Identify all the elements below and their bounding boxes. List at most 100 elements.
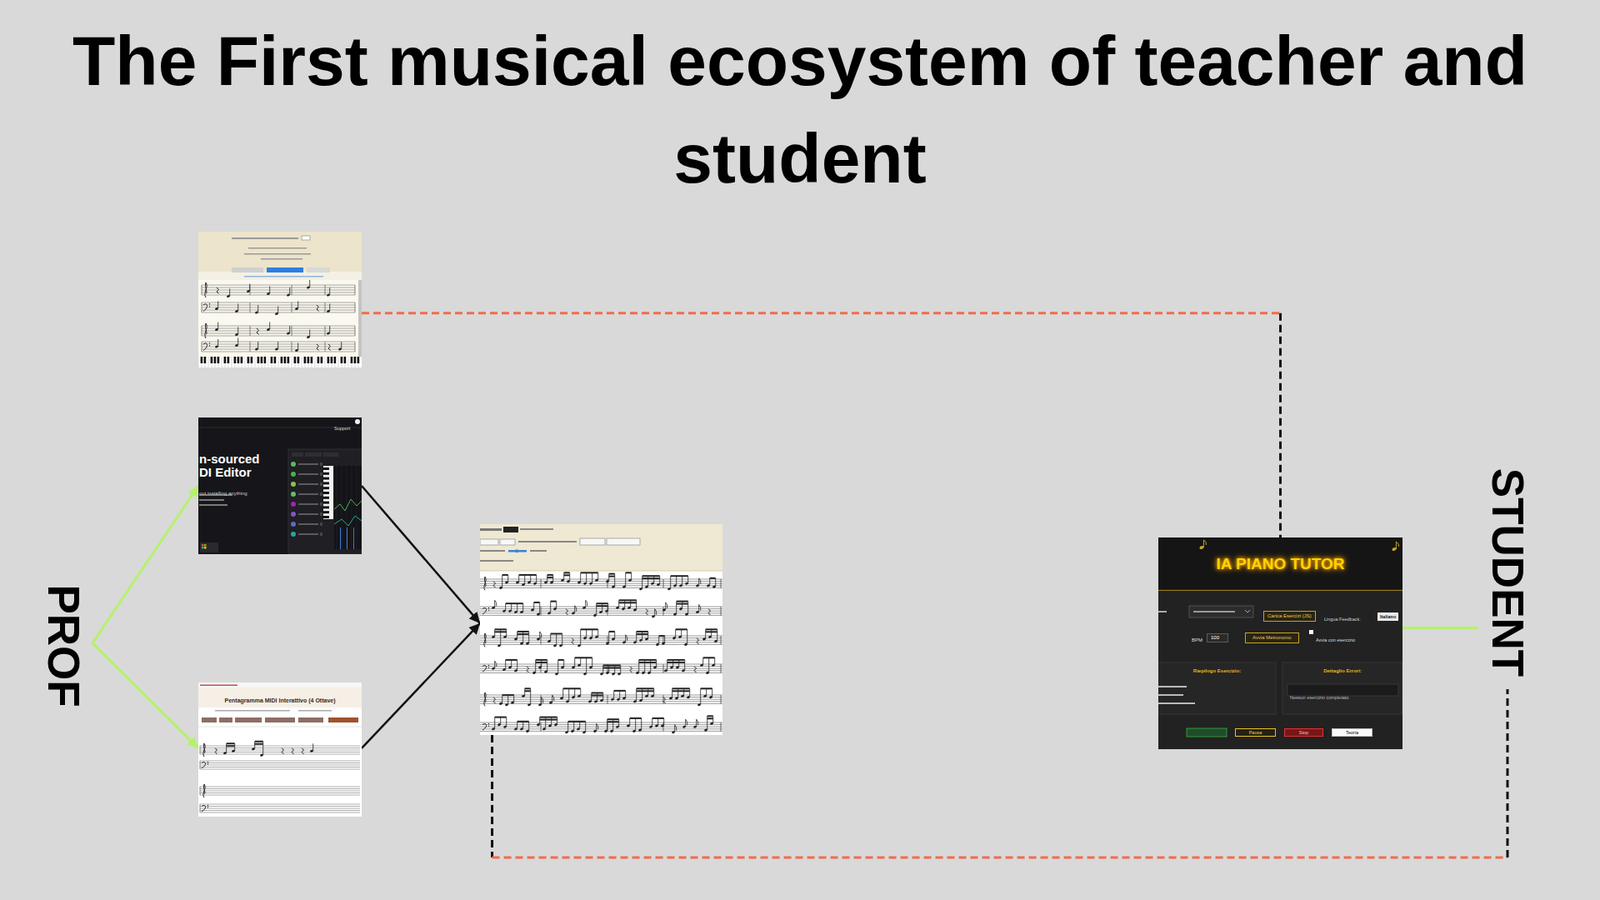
bar-line [250,325,251,336]
text-slot: Teoria [1331,728,1373,737]
rest-symbol [526,666,530,674]
note-beam [607,720,620,723]
note-bar [346,527,348,550]
staff-input-screenshot: Pentagramma MIDI Interattivo (4 Ottave) [198,682,362,817]
bar-line [540,722,542,731]
staff-line [480,579,723,580]
note-stem [516,660,518,671]
note-beam [558,659,565,661]
note-beam [705,628,718,630]
note-stem [678,660,680,668]
button-shape [298,717,324,723]
note-stem [714,657,715,665]
staff-line [201,333,355,335]
key-line [228,356,230,368]
note-stem [689,688,690,697]
button-shape [219,717,233,723]
bass-clef [203,343,208,351]
note-stem [585,629,587,638]
black-key [304,356,307,364]
staff-line [201,328,355,330]
note-stem [555,634,557,646]
text-slot: Pentagramma MIDI Interattivo (4 Ottave) [198,697,362,705]
key-line [295,356,296,368]
note-flag [495,660,497,667]
key-line [308,356,310,368]
key-line [238,356,240,368]
logo-square [204,544,207,547]
note-bar [353,527,355,550]
note-beam [614,690,626,692]
note-stem [556,717,558,725]
black-key [234,356,237,364]
track-dot [290,461,296,467]
note-stem [540,697,542,705]
text-placeholder [298,493,319,495]
key-line [205,356,206,368]
note-stem [340,341,342,350]
note-stem [625,690,626,699]
note-stem [591,657,593,668]
black-key [294,356,297,364]
bar-line [663,579,665,588]
rest-symbol [215,748,218,755]
note-stem [700,688,701,705]
input-value: 100 [1206,633,1229,643]
track-dot [290,521,296,527]
connector [92,643,199,749]
staff-line [480,585,723,586]
note-stem [557,660,559,675]
bar-line [201,285,203,295]
note-stem [217,339,219,347]
key-line [335,356,336,368]
note-beam [580,628,599,630]
scrollbar [358,280,362,357]
note-stem [608,631,610,644]
note-stem [237,338,239,346]
note-beam [517,633,530,635]
music-note-symbol [1203,540,1205,548]
note-stem [585,657,587,674]
note-stem [533,602,535,610]
note-stem [510,660,512,668]
text-slot: Pausa [1235,728,1276,737]
note-stem [596,693,598,702]
black-key [270,356,274,364]
black-key [214,356,217,364]
connector-segment [1402,626,1479,630]
note-stem [254,741,255,750]
note-beam [517,720,530,723]
track-button [320,472,323,476]
note-stem [705,629,706,640]
key-line [245,356,246,368]
black-key [327,356,330,364]
track-button [320,512,323,516]
note-beam [659,635,665,637]
dashed-connector-segment [1506,689,1510,858]
text-placeholder [298,710,332,712]
rest-symbol [316,305,320,312]
staff-line [200,750,360,751]
staff-line [200,790,360,792]
connector [92,485,199,644]
button-label: Pausa [1235,728,1276,737]
note-stem [573,721,575,732]
key-line [208,356,210,368]
bass-clef [201,805,206,811]
connector-segment [92,643,199,749]
staff-line [480,606,723,608]
top-strip [198,682,362,688]
note-stem [550,601,551,614]
screen-background [198,682,362,817]
bar-line [540,606,542,615]
note-stem [297,343,299,351]
note-stem [501,575,503,589]
connectors [92,313,1508,858]
track-dot [290,511,296,517]
note-stem [614,631,615,640]
role-text: PROF [38,584,90,707]
black-key [330,356,334,364]
note-beam [226,742,235,745]
note-beam [609,630,615,633]
piano-keys [323,465,334,520]
